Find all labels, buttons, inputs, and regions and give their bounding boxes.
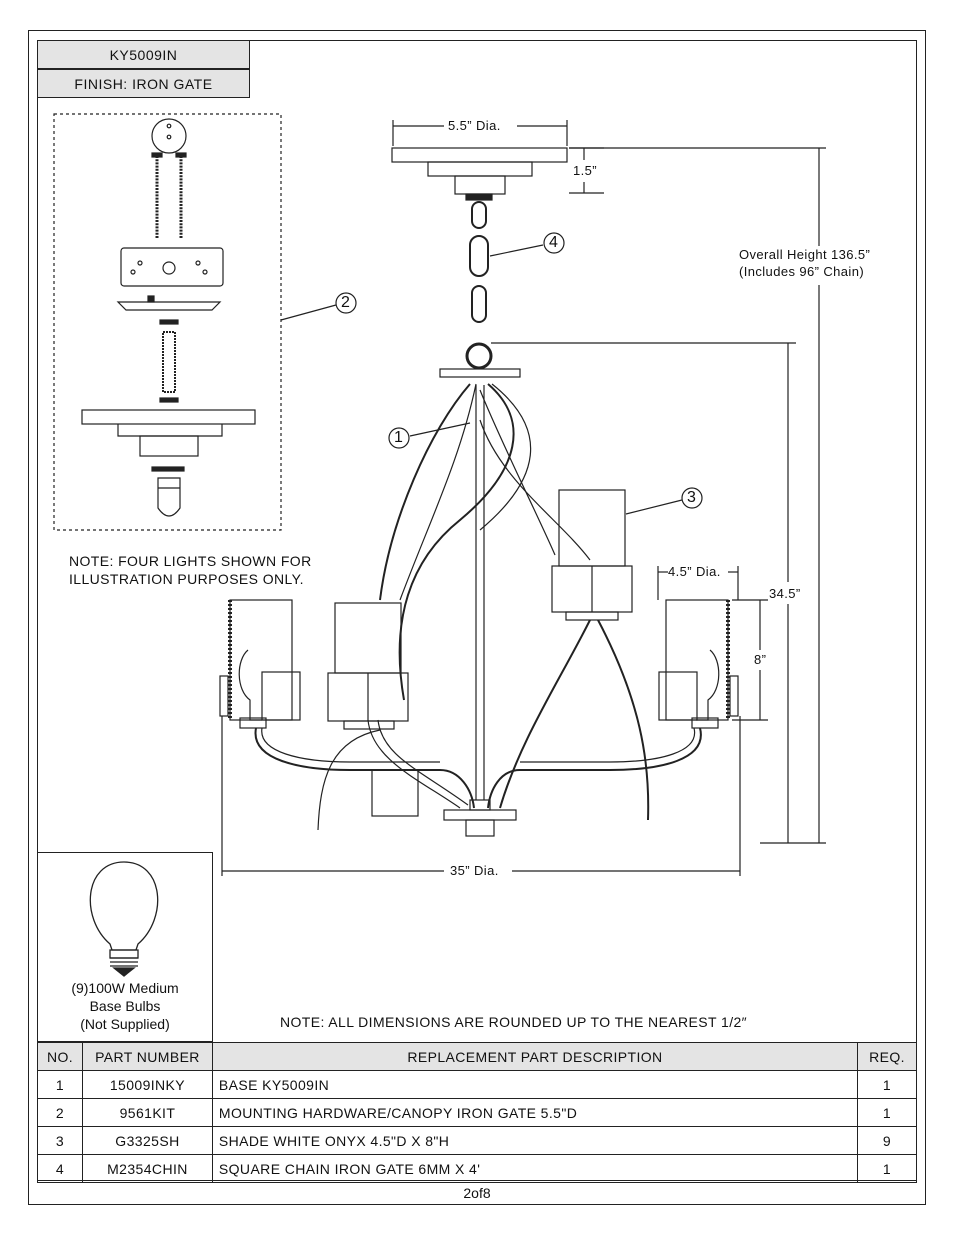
callout-2: 2 — [341, 294, 351, 311]
col-description: REPLACEMENT PART DESCRIPTION — [211, 1042, 859, 1071]
threaded-nipple-part — [162, 331, 176, 393]
row-req: 1 — [857, 1070, 917, 1099]
shade-height-label: 8” — [754, 652, 767, 667]
shade-left-inner — [327, 602, 409, 730]
row-no: 1 — [37, 1070, 83, 1099]
canopy-height-label: 1.5” — [573, 163, 598, 178]
shade-right-upper — [551, 489, 633, 621]
callout-2-circle — [335, 292, 357, 314]
chain-part — [469, 201, 489, 323]
row-no: 3 — [37, 1126, 83, 1155]
callout-4-circle — [543, 232, 565, 254]
finish-label: FINISH: IRON GATE — [37, 69, 250, 98]
col-no: NO. — [37, 1042, 83, 1071]
chain-length-label: (Includes 96” Chain) — [739, 264, 865, 279]
row-req: 9 — [857, 1126, 917, 1155]
table-row: 2 9561KIT MOUNTING HARDWARE/CANOPY IRON … — [37, 1098, 917, 1127]
row-no: 2 — [37, 1098, 83, 1127]
row-req: 1 — [857, 1098, 917, 1127]
callout-1: 1 — [394, 429, 404, 446]
row-part: G3325SH — [81, 1126, 213, 1155]
mounting-screws-part — [151, 152, 187, 238]
callout-3: 3 — [687, 489, 697, 506]
row-req: 1 — [857, 1154, 917, 1183]
bulb-line-3: (Not Supplied) — [80, 1016, 170, 1032]
page-number: 2of8 — [463, 1185, 491, 1201]
table-row: 4 M2354CHIN SQUARE CHAIN IRON GATE 6MM X… — [37, 1154, 917, 1183]
crossbar-part — [120, 247, 224, 287]
parts-table-header: NO. PART NUMBER REPLACEMENT PART DESCRIP… — [37, 1042, 917, 1071]
mounting-plate-part — [116, 301, 222, 311]
page-frame — [28, 30, 926, 1205]
row-part: 9561KIT — [81, 1098, 213, 1127]
col-req: REQ. — [857, 1042, 917, 1071]
shade-left-outer — [219, 599, 301, 729]
row-desc: MOUNTING HARDWARE/CANOPY IRON GATE 5.5"D — [211, 1098, 859, 1127]
table-row: 3 G3325SH SHADE WHITE ONYX 4.5"D X 8"H 9 — [37, 1126, 917, 1155]
bulb-line-2: Base Bulbs — [89, 998, 161, 1014]
ceiling-plate-part — [151, 118, 187, 154]
model-number: KY5009IN — [37, 40, 250, 69]
callout-1-circle — [388, 427, 410, 449]
row-desc: SQUARE CHAIN IRON GATE 6MM X 4' — [211, 1154, 859, 1183]
illustration-note: NOTE: FOUR LIGHTS SHOWN FOR ILLUSTRATION… — [69, 553, 312, 587]
hardware-detail-box — [53, 113, 282, 531]
table-row: 1 15009INKY BASE KY5009IN 1 — [37, 1070, 917, 1099]
shade-dia-label: 4.5” Dia. — [668, 564, 721, 579]
bulb-line-1: (9)100W Medium — [71, 980, 179, 996]
rounding-note: NOTE: ALL DIMENSIONS ARE ROUNDED UP TO T… — [280, 1014, 748, 1030]
chandelier-canopy — [391, 147, 568, 163]
loop-part — [157, 477, 181, 517]
canopy-dia-label: 5.5” Dia. — [448, 118, 501, 133]
fixture-dia-label: 35” Dia. — [450, 863, 499, 878]
bulb-icon — [89, 861, 159, 977]
callout-4: 4 — [549, 234, 559, 251]
overall-height-label: Overall Height 136.5” — [739, 247, 871, 262]
row-desc: SHADE WHITE ONYX 4.5"D X 8"H — [211, 1126, 859, 1155]
callout-3-circle — [681, 487, 703, 509]
bulb-info-box: (9)100W Medium Base Bulbs (Not Supplied) — [37, 852, 213, 1042]
row-part: M2354CHIN — [81, 1154, 213, 1183]
row-part: 15009INKY — [81, 1070, 213, 1099]
body-height-label: 34.5” — [769, 586, 801, 601]
shade-right-outer — [658, 599, 739, 729]
col-part-number: PART NUMBER — [81, 1042, 213, 1071]
parts-table: NO. PART NUMBER REPLACEMENT PART DESCRIP… — [37, 1042, 917, 1183]
row-desc: BASE KY5009IN — [211, 1070, 859, 1099]
row-no: 4 — [37, 1154, 83, 1183]
